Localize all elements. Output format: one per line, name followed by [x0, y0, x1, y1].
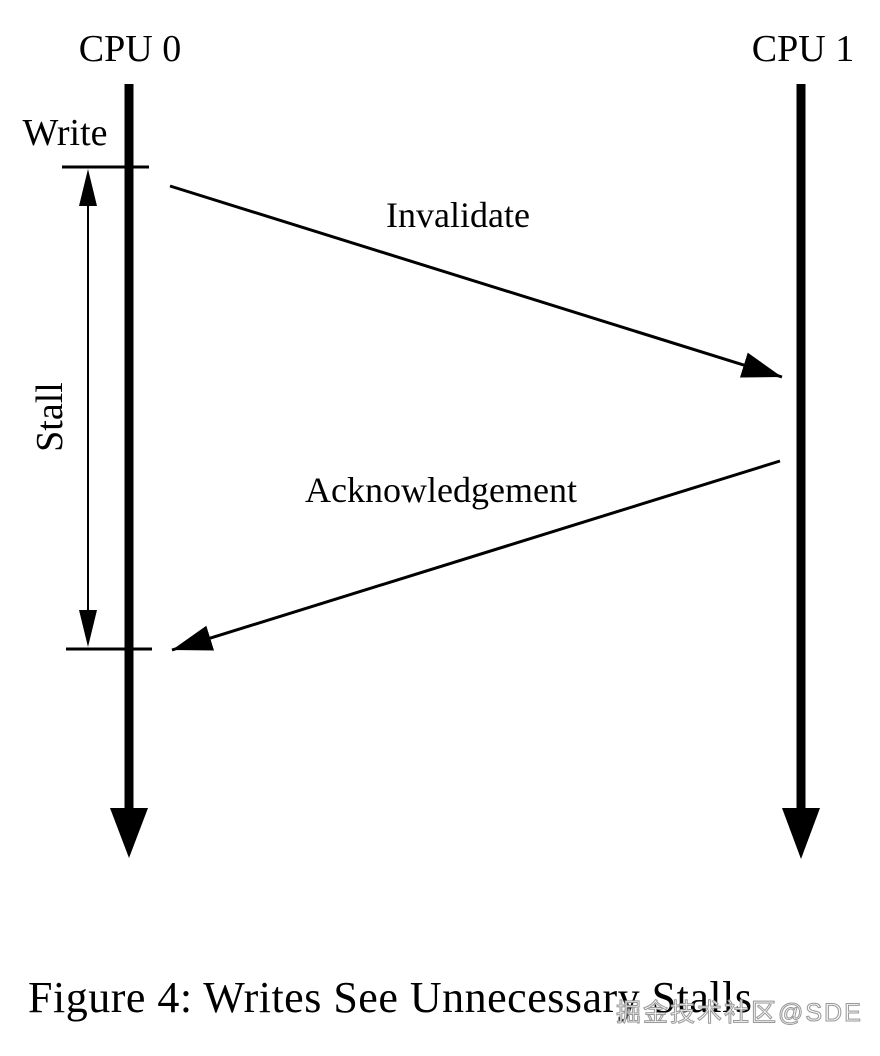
- cpu0-label: CPU 0: [78, 28, 182, 70]
- stall-span-up-arrowhead: [79, 169, 97, 206]
- write-label: Write: [22, 112, 108, 154]
- stall-span-down-arrowhead: [79, 610, 97, 647]
- cpu1-timeline-arrowhead: [782, 808, 820, 859]
- figure-caption: Figure 4: Writes See Unnecessary Stalls: [28, 973, 753, 1022]
- cpu0-timeline-arrowhead: [110, 808, 148, 858]
- stall-label: Stall: [29, 382, 71, 452]
- acknowledgement-arrow: [171, 459, 781, 652]
- invalidate-arrow: [169, 184, 783, 379]
- watermark: 掘金技术社区@SDE: [616, 999, 863, 1027]
- cpu1-label: CPU 1: [751, 28, 855, 70]
- acknowledgement-label: Acknowledgement: [305, 470, 577, 510]
- invalidate-label: Invalidate: [386, 195, 530, 235]
